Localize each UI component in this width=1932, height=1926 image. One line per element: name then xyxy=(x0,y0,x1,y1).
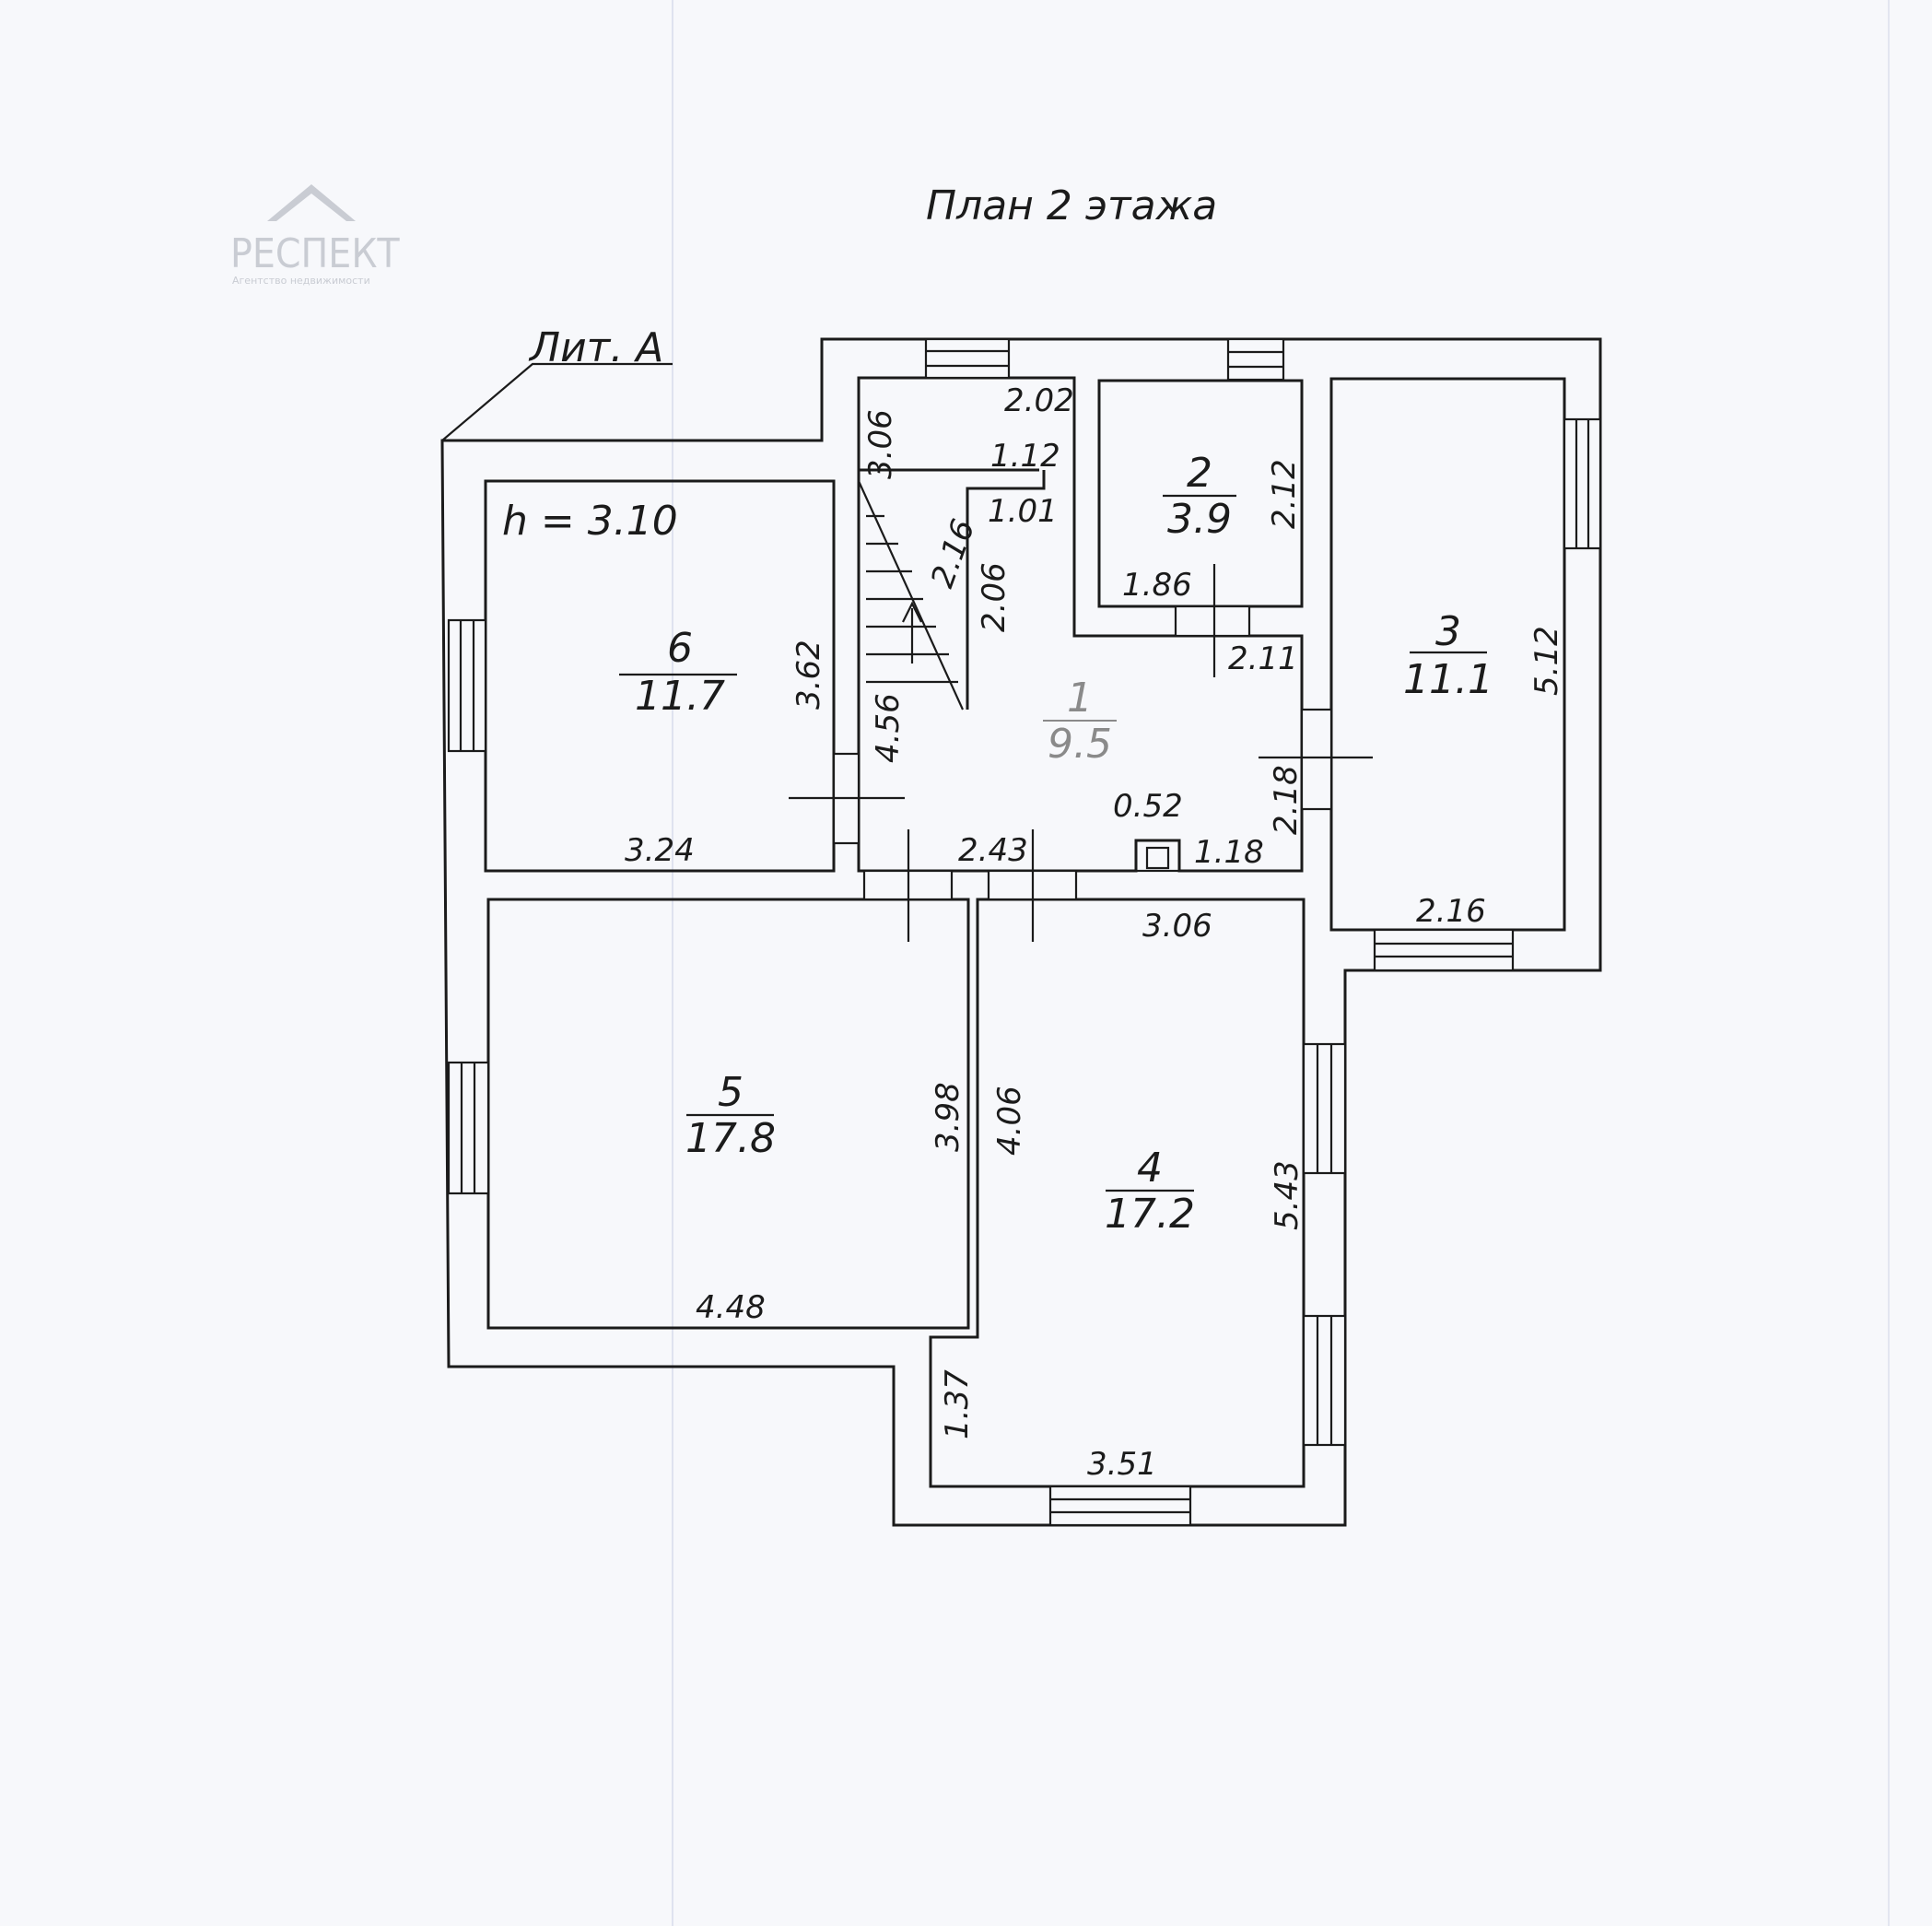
dim-r3-bottom: 2.16 xyxy=(1416,893,1486,930)
dim-hall-top: 1.01 xyxy=(988,493,1058,530)
room-label-5: 5 17.8 xyxy=(685,1069,776,1162)
door-room-2 xyxy=(1174,605,1251,638)
doors xyxy=(789,564,1373,1337)
logo-roof-icon xyxy=(267,184,356,221)
room-label-2: 2 3.9 xyxy=(1163,450,1236,543)
dim-r4-left: 4.06 xyxy=(991,1086,1028,1156)
room-label-3: 3 11.1 xyxy=(1403,608,1493,703)
dim-r5-right: 3.98 xyxy=(930,1082,966,1152)
window-top-stair xyxy=(924,337,1011,380)
room-4-area: 17.2 xyxy=(1105,1191,1195,1238)
room-6-area: 11.7 xyxy=(635,673,725,720)
room-3-area: 11.1 xyxy=(1403,656,1493,703)
chimney-icon xyxy=(1134,839,1181,873)
room-label-1: 1 9.5 xyxy=(1043,675,1117,768)
windows xyxy=(447,337,1602,1527)
outer-wall xyxy=(440,337,1602,1527)
room-3-number: 3 xyxy=(1435,608,1461,655)
window-right-room-4-lower xyxy=(1302,1314,1347,1447)
dim-hall-right-bottom: 1.18 xyxy=(1194,834,1264,871)
room-4-number: 4 xyxy=(1137,1145,1163,1192)
dim-r2-bottom: 1.86 xyxy=(1122,567,1192,604)
dim-hall-right: 2.18 xyxy=(1268,765,1305,835)
dim-r4-top: 3.06 xyxy=(1142,908,1212,945)
window-left-room-6 xyxy=(447,618,487,753)
dim-r5-bottom: 4.48 xyxy=(696,1289,766,1326)
door-room-3 xyxy=(1300,708,1333,811)
stair-partition-inner xyxy=(966,470,1046,710)
ceiling-height: h = 3.10 xyxy=(502,498,678,545)
dim-hall-left: 2.06 xyxy=(976,562,1013,632)
dim-r4-right: 5.43 xyxy=(1269,1160,1306,1230)
dim-r3-right: 5.12 xyxy=(1528,626,1565,696)
room-5-area: 17.8 xyxy=(685,1115,776,1162)
room-1-number: 1 xyxy=(1067,675,1093,722)
window-left-room-5 xyxy=(447,1061,490,1195)
window-right-room-3 xyxy=(1563,417,1602,550)
stair-icon xyxy=(857,480,965,711)
respekt-logo: РЕСПЕКТ Агентство недвижимости xyxy=(230,184,400,287)
window-bottom-room-4 xyxy=(1048,1485,1192,1527)
window-bottom-room-3 xyxy=(1373,928,1515,972)
dim-stair-run: 2.16 xyxy=(924,514,982,593)
room-2-number: 2 xyxy=(1187,450,1212,497)
dim-r6-bottom: 3.24 xyxy=(625,832,695,869)
room-1-area: 9.5 xyxy=(1048,721,1112,768)
plan-title: План 2 этажа xyxy=(926,182,1217,229)
room-2-area: 3.9 xyxy=(1167,496,1232,543)
dim-r2-below: 2.11 xyxy=(1228,640,1298,677)
logo-name: РЕСПЕКТ xyxy=(230,230,400,277)
room-label-4: 4 17.2 xyxy=(1105,1145,1195,1238)
dim-stair-inner-top: 1.12 xyxy=(990,438,1060,475)
room-5-number: 5 xyxy=(718,1069,744,1116)
litera-leader-line xyxy=(441,362,673,441)
window-top-room-2 xyxy=(1226,337,1285,382)
logo-tagline: Агентство недвижимости xyxy=(232,275,370,287)
dim-chimney: 0.52 xyxy=(1113,788,1183,825)
litera-label: Лит. А xyxy=(441,324,673,441)
dim-r4-bottom: 3.51 xyxy=(1087,1446,1157,1483)
dim-r2-right: 2.12 xyxy=(1266,459,1303,529)
dim-stair-top: 2.02 xyxy=(1004,382,1074,419)
room-6-number: 6 xyxy=(667,625,693,672)
dim-hall-bottom: 2.43 xyxy=(958,832,1028,869)
dim-r6-right: 3.62 xyxy=(790,640,827,710)
chimney-flue xyxy=(1145,846,1170,870)
dim-r4-notch: 1.37 xyxy=(939,1369,976,1439)
dim-stair-side: 3.06 xyxy=(862,409,899,479)
dim-hall-stair-side: 4.56 xyxy=(870,693,907,763)
window-right-room-4-upper xyxy=(1302,1042,1347,1175)
room-label-6: 6 11.7 xyxy=(619,625,737,720)
